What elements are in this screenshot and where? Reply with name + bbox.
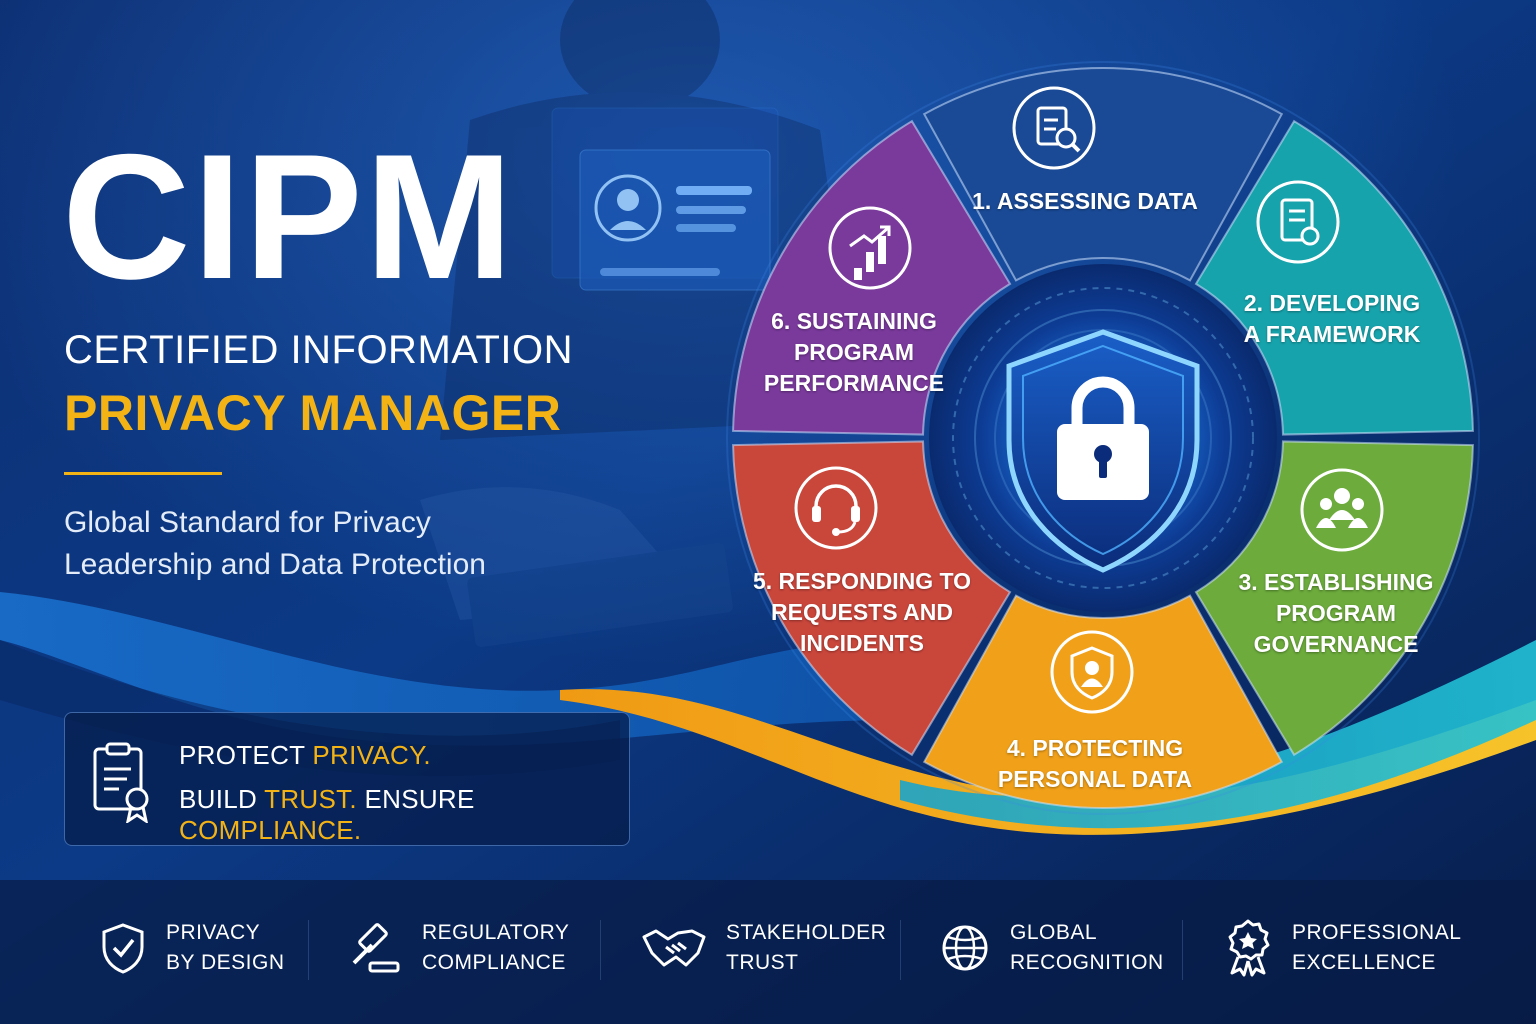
title-line-1: CERTIFIED INFORMATION	[64, 328, 574, 372]
title-divider	[64, 472, 222, 475]
feature-divider	[308, 920, 309, 980]
globe-icon	[942, 925, 988, 971]
segment-label-protecting-data: 4. PROTECTING PERSONAL DATA	[960, 733, 1230, 795]
motto-text: PROTECT	[179, 740, 313, 770]
feature-divider	[1182, 920, 1183, 980]
feature-line: EXCELLENCE	[1292, 951, 1436, 974]
clipboard-search-icon	[1012, 86, 1096, 170]
shield-lock-icon	[1006, 329, 1200, 573]
award-medal-icon	[1228, 919, 1270, 977]
shield-check-icon	[102, 923, 144, 974]
segment-label-line: REQUESTS AND	[771, 599, 953, 625]
subtitle-line-2: Leadership and Data Protection	[64, 548, 486, 581]
center-ring	[952, 287, 1254, 589]
segment-label-line: 1. ASSESSING DATA	[972, 188, 1198, 214]
cycle-segment-5	[732, 440, 1012, 757]
segment-label-assessing-data: 1. ASSESSING DATA	[940, 186, 1230, 217]
wave-teal	[900, 640, 1536, 829]
feature-line: REGULATORY	[422, 921, 570, 944]
feature-regulatory-compliance: REGULATORY COMPLIANCE	[348, 918, 569, 978]
headset-icon	[794, 466, 878, 550]
cycle-outer-ring	[726, 61, 1480, 815]
segment-label-line: 6. SUSTAINING	[771, 308, 937, 334]
people-group-icon	[1300, 468, 1384, 552]
segment-label-developing-framework: 2. DEVELOPING A FRAMEWORK	[1212, 288, 1452, 350]
motto-highlight: COMPLIANCE.	[179, 815, 362, 845]
segment-label-line: 4. PROTECTING	[1006, 735, 1184, 761]
feature-privacy-by-design: PRIVACY BY DESIGN	[100, 918, 284, 978]
segment-label-line: 3. ESTABLISHING	[1238, 569, 1434, 595]
feature-line: PRIVACY	[166, 921, 261, 944]
motto-line-1: PROTECT PRIVACY.	[179, 740, 431, 771]
motto-box: PROTECT PRIVACY. BUILD TRUST. ENSURE COM…	[64, 712, 630, 846]
shield-user-icon	[1050, 630, 1134, 714]
segment-label-program-governance: 3. ESTABLISHING PROGRAM GOVERNANCE	[1212, 567, 1460, 660]
segment-label-sustaining: 6. SUSTAINING PROGRAM PERFORMANCE	[742, 306, 966, 399]
subtitle-line-1: Global Standard for Privacy	[64, 506, 431, 539]
feature-line: RECOGNITION	[1010, 951, 1164, 974]
motto-text: ENSURE	[356, 784, 475, 814]
feature-global-recognition: GLOBAL RECOGNITION	[940, 918, 1164, 978]
document-gear-icon	[1256, 180, 1340, 264]
segment-label-line: GOVERNANCE	[1253, 631, 1419, 657]
motto-line-2: BUILD TRUST. ENSURE COMPLIANCE.	[179, 784, 629, 846]
feature-line: TRUST	[726, 951, 799, 974]
cycle-diagram	[726, 61, 1480, 815]
certificate-icon	[93, 742, 149, 823]
segment-label-line: PROGRAM	[793, 339, 915, 365]
motto-highlight: TRUST.	[264, 784, 357, 814]
feature-divider	[900, 920, 901, 980]
motto-text: BUILD	[179, 784, 265, 814]
feature-divider	[600, 920, 601, 980]
segment-label-line: PROGRAM	[1275, 600, 1397, 626]
feature-line: BY DESIGN	[166, 951, 285, 974]
growth-chart-icon	[828, 206, 912, 290]
feature-line: STAKEHOLDER	[726, 921, 887, 944]
segment-label-line: 2. DEVELOPING	[1243, 290, 1421, 316]
feature-line: COMPLIANCE	[422, 951, 566, 974]
acronym-title: CIPM	[62, 117, 515, 316]
profile-card-hologram	[551, 107, 779, 291]
handshake-icon	[642, 929, 706, 967]
feature-line: PROFESSIONAL	[1292, 921, 1462, 944]
segment-label-responding: 5. RESPONDING TO REQUESTS AND INCIDENTS	[740, 566, 984, 659]
segment-label-line: 5. RESPONDING TO	[752, 568, 972, 594]
cycle-segment-3	[1194, 440, 1474, 757]
cycle-segment-4	[922, 594, 1284, 809]
title-line-2: PRIVACY MANAGER	[64, 385, 562, 441]
segment-label-line: A FRAMEWORK	[1243, 321, 1421, 347]
segment-label-line: PERFORMANCE	[763, 370, 945, 396]
feature-professional-excellence: PROFESSIONAL EXCELLENCE	[1224, 918, 1461, 978]
motto-highlight: PRIVACY.	[312, 740, 431, 770]
feature-stakeholder-trust: STAKEHOLDER TRUST	[642, 918, 886, 978]
feature-line: GLOBAL	[1010, 921, 1098, 944]
segment-label-line: PERSONAL DATA	[997, 766, 1193, 792]
cycle-segment-6	[732, 119, 1012, 436]
gavel-icon	[352, 923, 400, 973]
segment-label-line: INCIDENTS	[800, 630, 924, 656]
